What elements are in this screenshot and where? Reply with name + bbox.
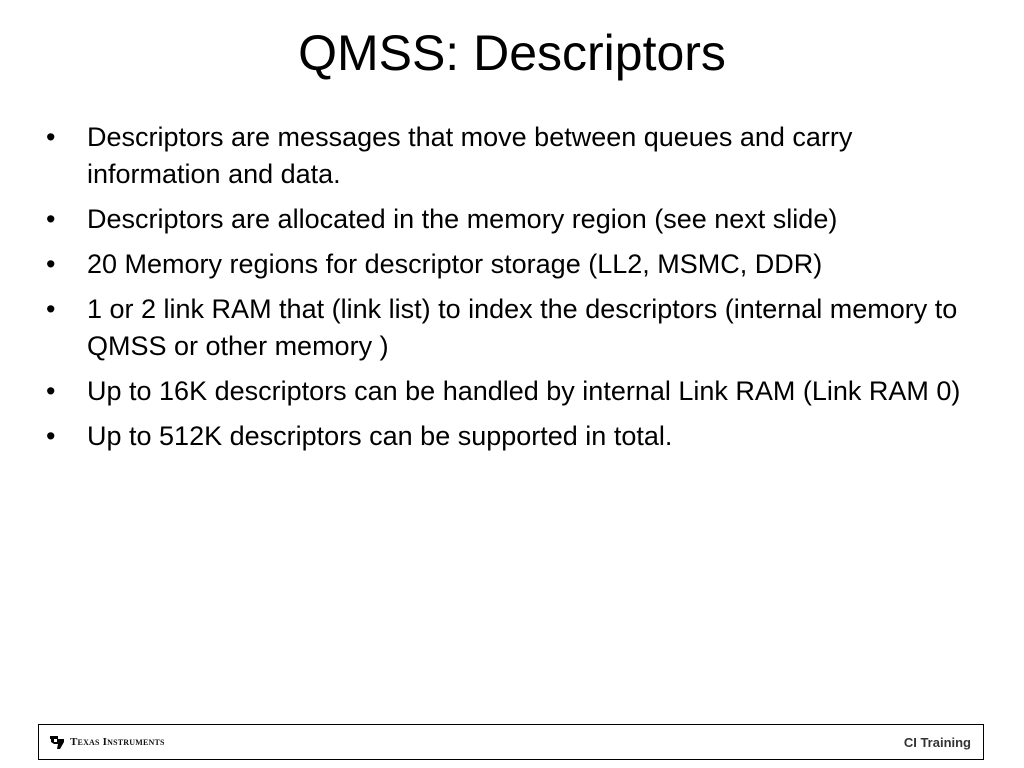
bullet-icon: • <box>46 376 56 406</box>
bullet-icon: • <box>46 122 56 152</box>
bullet-icon: • <box>46 249 56 279</box>
bullet-icon: • <box>46 294 56 324</box>
bullet-item: • Descriptors are allocated in the memor… <box>46 201 986 238</box>
bullet-text: Up to 512K descriptors can be supported … <box>87 421 673 451</box>
bullet-item: • 1 or 2 link RAM that (link list) to in… <box>46 291 986 365</box>
footer-bar: Texas Instruments CI Training <box>38 724 984 760</box>
bullet-text: Descriptors are allocated in the memory … <box>87 204 838 234</box>
bullet-list: • Descriptors are messages that move bet… <box>46 119 986 463</box>
texas-instruments-wordmark: Texas Instruments <box>70 736 165 748</box>
bullet-text: Up to 16K descriptors can be handled by … <box>87 376 961 406</box>
bullet-item: • Up to 512K descriptors can be supporte… <box>46 418 986 455</box>
footer-logo: Texas Instruments <box>49 725 165 759</box>
bullet-item: • Up to 16K descriptors can be handled b… <box>46 373 986 410</box>
bullet-item: • Descriptors are messages that move bet… <box>46 119 986 193</box>
footer-ci-training: CI Training <box>903 734 971 750</box>
bullet-icon: • <box>46 421 56 451</box>
bullet-icon: • <box>46 204 56 234</box>
bullet-text: 1 or 2 link RAM that (link list) to inde… <box>87 294 958 361</box>
slide-title: QMSS: Descriptors <box>298 25 726 81</box>
bullet-item: • 20 Memory regions for descriptor stora… <box>46 246 986 283</box>
bullet-text: 20 Memory regions for descriptor storage… <box>87 249 823 279</box>
texas-instruments-logo-icon <box>49 734 65 750</box>
bullet-text: Descriptors are messages that move betwe… <box>87 122 853 189</box>
